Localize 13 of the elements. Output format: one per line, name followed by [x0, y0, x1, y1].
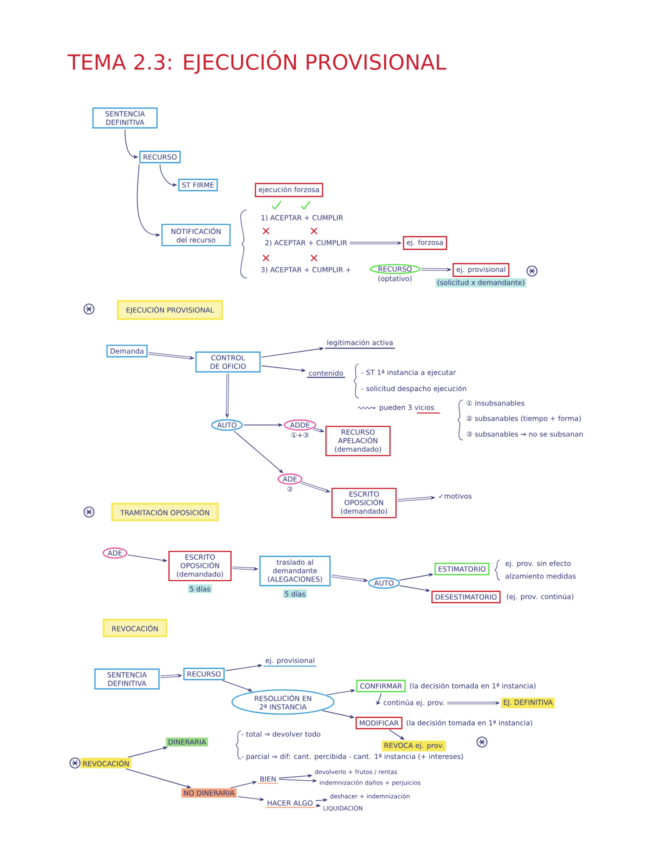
arrow [148, 352, 194, 360]
arrow [300, 481, 330, 492]
arrow [447, 701, 500, 705]
arrow [350, 241, 402, 245]
arrow [234, 430, 284, 474]
arrow [398, 496, 435, 502]
arrow [226, 373, 229, 418]
arrow [313, 428, 324, 432]
arrow [331, 574, 368, 582]
arrow [421, 268, 452, 272]
arrow [232, 566, 258, 570]
title: TEMA 2.3: EJECUCIÓN PROVISIONAL [67, 50, 446, 74]
arrow [160, 674, 182, 678]
